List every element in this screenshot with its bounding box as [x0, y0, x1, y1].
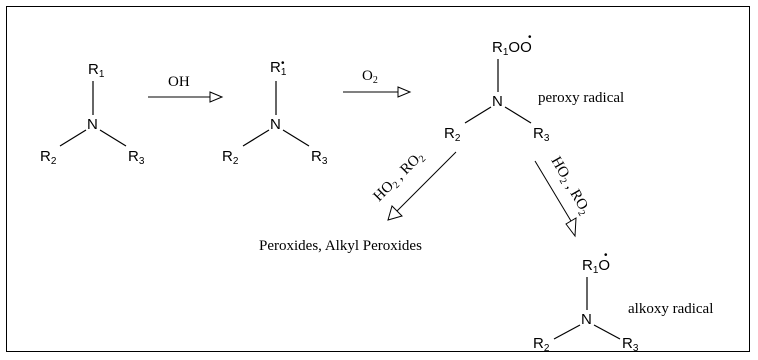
reactant-amine: R1 N R2 R3: [40, 61, 145, 167]
peroxy-r2: R2: [444, 125, 461, 144]
alkyl-radical: R1 • N R2 R3: [222, 58, 328, 167]
diagram-frame: [6, 6, 750, 352]
peroxy-radical-label: peroxy radical: [538, 90, 624, 106]
radical-dot: •: [281, 58, 285, 69]
radical-r2: R2: [222, 148, 239, 167]
arrow-step1: OH: [148, 74, 224, 103]
radical-r3: R3: [311, 148, 328, 167]
reactant-r3: R3: [128, 148, 145, 167]
arrow-step2: O2: [343, 68, 412, 98]
alkoxy-radical: R1O • N R2 R3 alkoxy radical: [533, 250, 713, 354]
peroxides-label: Peroxides, Alkyl Peroxides: [259, 238, 422, 254]
reactant-r2: R2: [40, 148, 57, 167]
alkoxy-dot: •: [604, 250, 608, 261]
radical-r1: R1: [270, 59, 287, 78]
reactant-bond-left: [59, 129, 87, 147]
reagent-ho2-ro2-left: HO2 , RO2: [371, 148, 429, 206]
peroxy-r3: R3: [533, 125, 550, 144]
arrow-head: [209, 91, 224, 103]
alkoxy-nitrogen: N: [581, 311, 592, 328]
peroxy-nitrogen: N: [492, 93, 503, 110]
arrow-head: [387, 205, 403, 221]
reagent-oh: OH: [168, 74, 190, 90]
alkoxy-radical-label: alkoxy radical: [628, 301, 713, 317]
alkoxy-r3: R3: [622, 335, 639, 354]
reagent-ho2-ro2-right: HO2 , RO2: [546, 154, 593, 218]
radical-nitrogen: N: [270, 116, 281, 133]
reactant-r1: R1: [88, 61, 105, 80]
arrow-head: [397, 86, 412, 98]
reagent-o2: O2: [362, 68, 378, 86]
peroxy-radical: R1OO • N R2 R3 peroxy radical: [444, 32, 624, 144]
reactant-nitrogen: N: [87, 116, 98, 133]
peroxy-dot: •: [528, 32, 532, 43]
reactant-bond-right: [99, 129, 127, 147]
alkoxy-r2: R2: [533, 335, 550, 354]
arrow-head: [565, 217, 577, 238]
arrow-branch-left: HO2 , RO2: [371, 148, 457, 221]
alkoxy-r1o: R1O: [582, 257, 610, 276]
peroxy-r1oo: R1OO: [492, 39, 532, 58]
arrow-branch-right: HO2 , RO2: [534, 154, 593, 238]
